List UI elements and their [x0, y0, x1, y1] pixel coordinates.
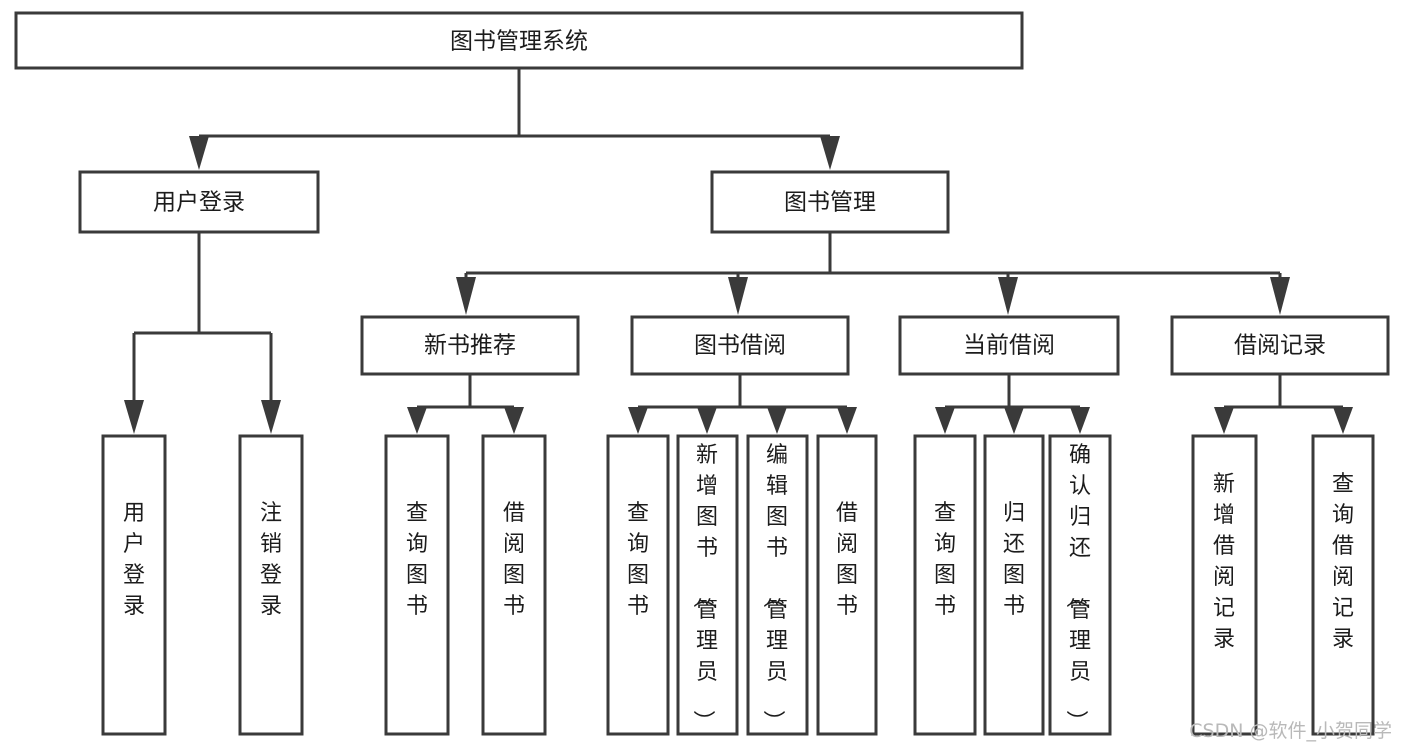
node-user-login[interactable]: 用户登录: [78, 170, 320, 234]
leaf-add-book[interactable]: 新增图书（管理员）: [676, 434, 739, 736]
leaf-query-book-rec-label: 查询图书: [406, 501, 428, 619]
leaf-add-record[interactable]: 新增借阅记录: [1191, 434, 1258, 736]
leaf-query-book-borrow-box[interactable]: [606, 434, 670, 736]
leaf-query-record-box[interactable]: [1311, 434, 1375, 736]
connector-user-login-to-leaves: [124, 232, 281, 434]
arrow-to-borrow-record: [1270, 277, 1290, 315]
leaf-confirm-return[interactable]: 确认归还（管理员）: [1048, 434, 1112, 736]
arrow-to-leaf-borrow-book: [837, 407, 857, 434]
leaf-return-book-label: 归还图书: [1003, 501, 1025, 619]
arrow-to-leaf-query-book-rec: [407, 407, 427, 434]
new-book-rec-box[interactable]: [360, 315, 580, 376]
arrow-to-leaf-return-book: [1004, 407, 1024, 434]
leaf-confirm-return-box[interactable]: [1048, 434, 1112, 736]
leaf-logout-label: 注销登录: [260, 501, 282, 619]
arrow-to-leaf-confirm-return: [1070, 407, 1090, 434]
leaf-return-book-box[interactable]: [983, 434, 1045, 736]
leaf-edit-book[interactable]: 编辑图书（管理员）: [746, 434, 809, 736]
leaf-query-book-current[interactable]: 查询图书: [913, 434, 977, 736]
leaf-query-book-rec[interactable]: 查询图书: [384, 434, 450, 736]
csdn-watermark: CSDN @软件_小贺同学: [1189, 720, 1392, 742]
current-borrow-label: 当前借阅: [963, 333, 1055, 359]
leaf-query-record-label: 查询借阅记录: [1332, 472, 1354, 652]
leaf-query-book-current-label: 查询图书: [934, 501, 956, 619]
leaf-query-book-rec-box[interactable]: [384, 434, 450, 736]
arrow-to-leaf-edit-book: [767, 407, 787, 434]
arrow-to-leaf-query-book-current: [935, 407, 955, 434]
node-root[interactable]: 图书管理系统: [14, 11, 1024, 70]
leaf-edit-book-label: 编辑图书（管理员）: [760, 443, 788, 732]
arrow-to-book-manage: [820, 136, 840, 170]
book-borrow-box[interactable]: [630, 315, 850, 376]
borrow-record-box[interactable]: [1170, 315, 1390, 376]
node-current-borrow[interactable]: 当前借阅: [898, 315, 1120, 376]
leaf-query-book-current-box[interactable]: [913, 434, 977, 736]
connector-root-to-level2: [189, 68, 840, 170]
current-borrow-box[interactable]: [898, 315, 1120, 376]
leaf-confirm-return-label: 确认归还（管理员）: [1063, 443, 1091, 732]
root-box[interactable]: [14, 11, 1024, 70]
leaf-logout[interactable]: 注销登录: [238, 434, 304, 736]
node-borrow-record[interactable]: 借阅记录: [1170, 315, 1390, 376]
node-book-manage[interactable]: 图书管理: [710, 170, 950, 234]
leaf-edit-book-box[interactable]: [746, 434, 809, 736]
leaf-borrow-book-rec[interactable]: 借阅图书: [481, 434, 547, 736]
arrow-to-current-borrow: [998, 277, 1018, 315]
leaf-query-record[interactable]: 查询借阅记录: [1311, 434, 1375, 736]
user-login-box[interactable]: [78, 170, 320, 234]
leaf-add-book-box[interactable]: [676, 434, 739, 736]
new-book-rec-label: 新书推荐: [424, 333, 516, 359]
leaf-query-book-borrow[interactable]: 查询图书: [606, 434, 670, 736]
arrow-to-leaf-logout: [261, 400, 281, 434]
arrow-to-leaf-query-record: [1333, 407, 1353, 434]
arrow-to-book-borrow: [728, 277, 748, 315]
leaf-logout-box[interactable]: [238, 434, 304, 736]
leaf-add-record-box[interactable]: [1191, 434, 1258, 736]
leaf-add-record-label: 新增借阅记录: [1213, 472, 1235, 652]
arrow-to-leaf-query-book-borrow: [628, 407, 648, 434]
book-manage-label: 图书管理: [784, 190, 876, 216]
arrow-to-leaf-borrow-book-rec: [504, 407, 524, 434]
arrow-to-leaf-add-record: [1214, 407, 1234, 434]
leaf-borrow-book-label: 借阅图书: [836, 501, 858, 619]
leaf-borrow-book[interactable]: 借阅图书: [816, 434, 878, 736]
arrow-to-new-book-rec: [456, 277, 476, 315]
leaf-user-login-box[interactable]: [101, 434, 167, 736]
connector-book-manage-to-level3: [456, 232, 1290, 315]
arrow-to-leaf-user-login: [124, 400, 144, 434]
leaf-borrow-book-rec-label: 借阅图书: [503, 501, 525, 619]
borrow-record-label: 借阅记录: [1234, 333, 1326, 359]
root-label: 图书管理系统: [450, 29, 588, 55]
leaf-borrow-book-rec-box[interactable]: [481, 434, 547, 736]
leaf-add-book-label: 新增图书（管理员）: [690, 443, 718, 732]
book-manage-box[interactable]: [710, 170, 950, 234]
node-new-book-rec[interactable]: 新书推荐: [360, 315, 580, 376]
leaf-user-login-label: 用户登录: [123, 501, 145, 619]
book-borrow-label: 图书借阅: [694, 333, 786, 359]
arrow-to-leaf-add-book: [697, 407, 717, 434]
node-book-borrow[interactable]: 图书借阅: [630, 315, 850, 376]
leaf-borrow-book-box[interactable]: [816, 434, 878, 736]
connector-borrow-record-to-leaves: [1214, 374, 1353, 434]
arrow-to-user-login: [189, 136, 209, 170]
connector-new-book-rec-to-leaves: [407, 374, 524, 434]
user-login-label: 用户登录: [153, 190, 245, 216]
leaf-query-book-borrow-label: 查询图书: [627, 501, 649, 619]
leaf-user-login[interactable]: 用户登录: [101, 434, 167, 736]
leaf-return-book[interactable]: 归还图书: [983, 434, 1045, 736]
connector-layer: [124, 68, 1353, 434]
connector-book-borrow-to-leaves: [628, 374, 857, 434]
connector-current-borrow-to-leaves: [935, 374, 1090, 434]
